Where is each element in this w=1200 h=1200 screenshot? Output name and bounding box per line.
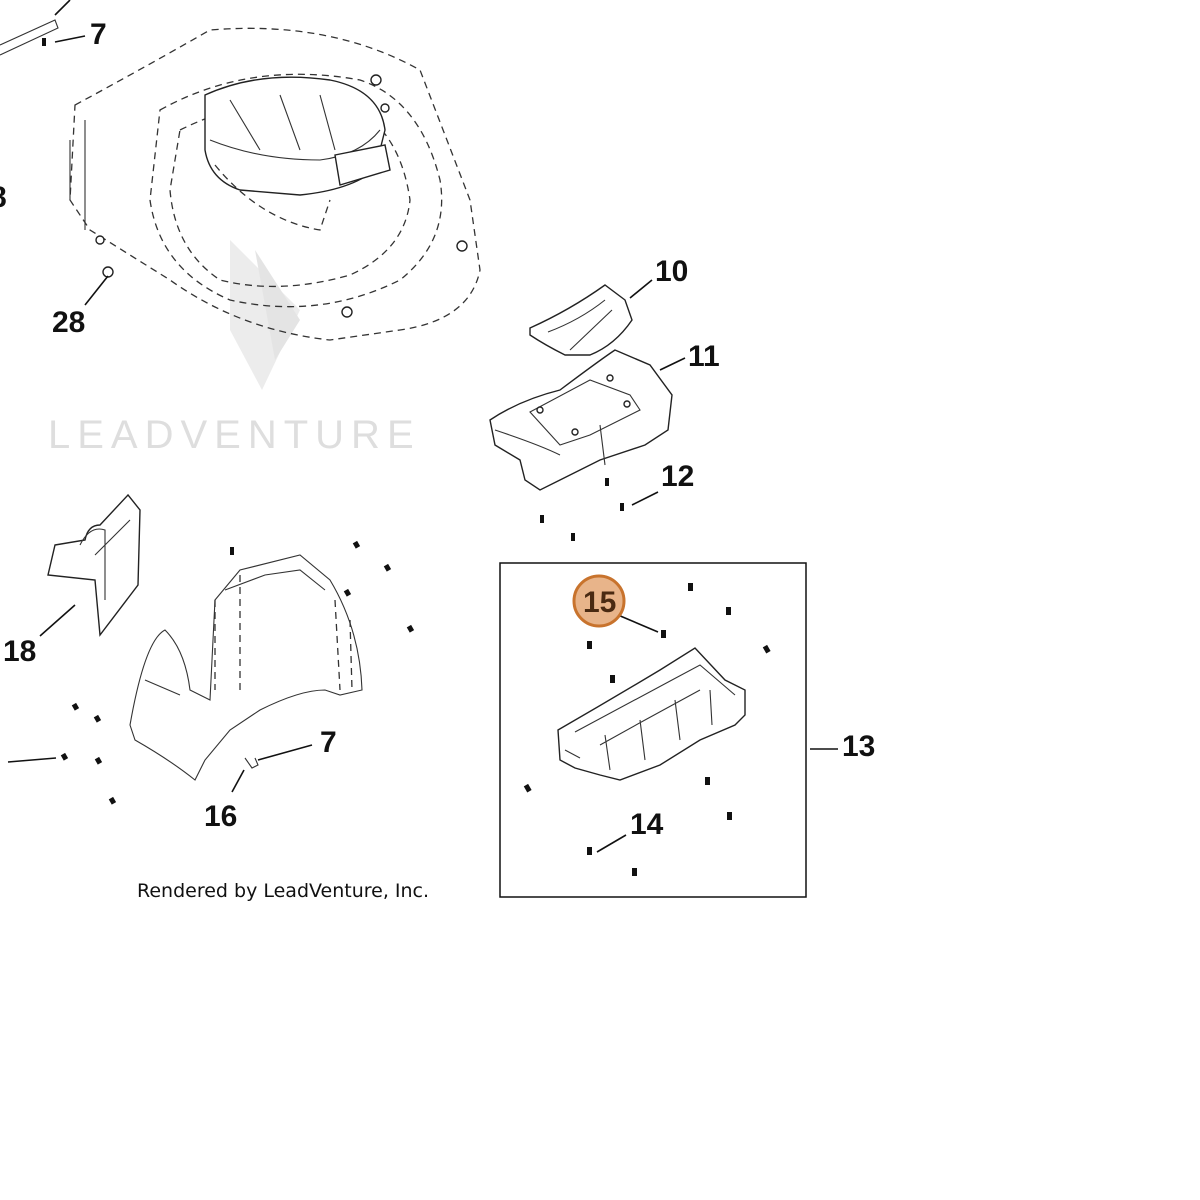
credit-text: Rendered by LeadVenture, Inc. [137,880,429,902]
watermark-text: LEADVENTURE [48,413,421,457]
callout-15: 15 [583,586,616,619]
callout-10: 10 [655,255,688,288]
part-10-cover [529,284,633,356]
mower-deck-assembly [69,27,481,341]
callout-15-highlight[interactable]: 15 [572,574,626,628]
callout-11: 11 [688,340,720,373]
part-13-kit-box [499,562,807,898]
loose-screws-left [7,540,415,805]
part-18-chute [47,493,141,637]
callout-13: 13 [842,730,875,763]
callout-14: 14 [630,808,664,841]
part-11-housing [489,349,673,491]
rear-shield-assembly [129,554,363,781]
callout-28: 28 [52,306,85,339]
callout-8-partial: 8 [0,181,7,214]
callout-16: 16 [204,800,237,833]
highlight-circle [572,574,626,628]
callout-7-lower: 7 [320,726,337,759]
part-13-tray [557,647,746,781]
callout-7-top: 7 [90,18,107,51]
callout-18: 18 [3,635,36,668]
bracket-part-top-left [0,0,86,56]
part-12-screws [540,478,624,541]
part-14-15-screws [523,583,771,876]
callout-12: 12 [661,460,694,493]
watermark: LEADVENTURE [48,240,421,457]
leader-lines [39,275,838,853]
